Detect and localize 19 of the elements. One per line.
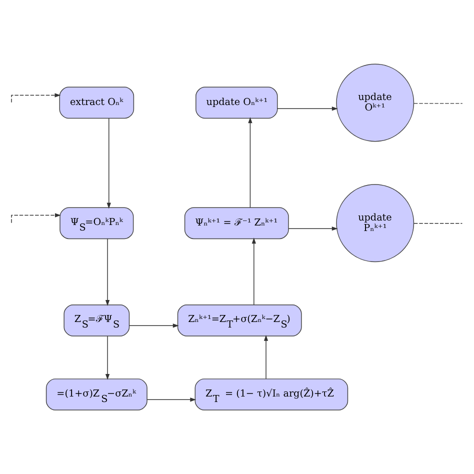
arrow [277,106,338,111]
arrow [11,213,61,224]
arrow [105,238,110,306]
node-box: update Oₙᵏ⁺¹ [196,86,278,119]
node-box: Ψₙᵏ⁺¹ = ℱ⁻¹ Zₙᵏ⁺¹ [184,207,289,240]
arrow [129,324,179,328]
connector [414,223,463,224]
node-box: extract Oₙᵏ [59,86,134,119]
arrow [105,336,110,380]
arrow [248,117,252,208]
node-circle: update Pₙᵏ⁺¹ [336,184,414,262]
arrow [146,398,196,402]
arrow [11,93,61,103]
connector [414,103,463,104]
node-circle: update Oᵏ⁺¹ [336,64,414,142]
arrow [288,226,338,231]
arrow [252,238,256,306]
arrow [106,118,111,209]
arrow [264,334,268,380]
